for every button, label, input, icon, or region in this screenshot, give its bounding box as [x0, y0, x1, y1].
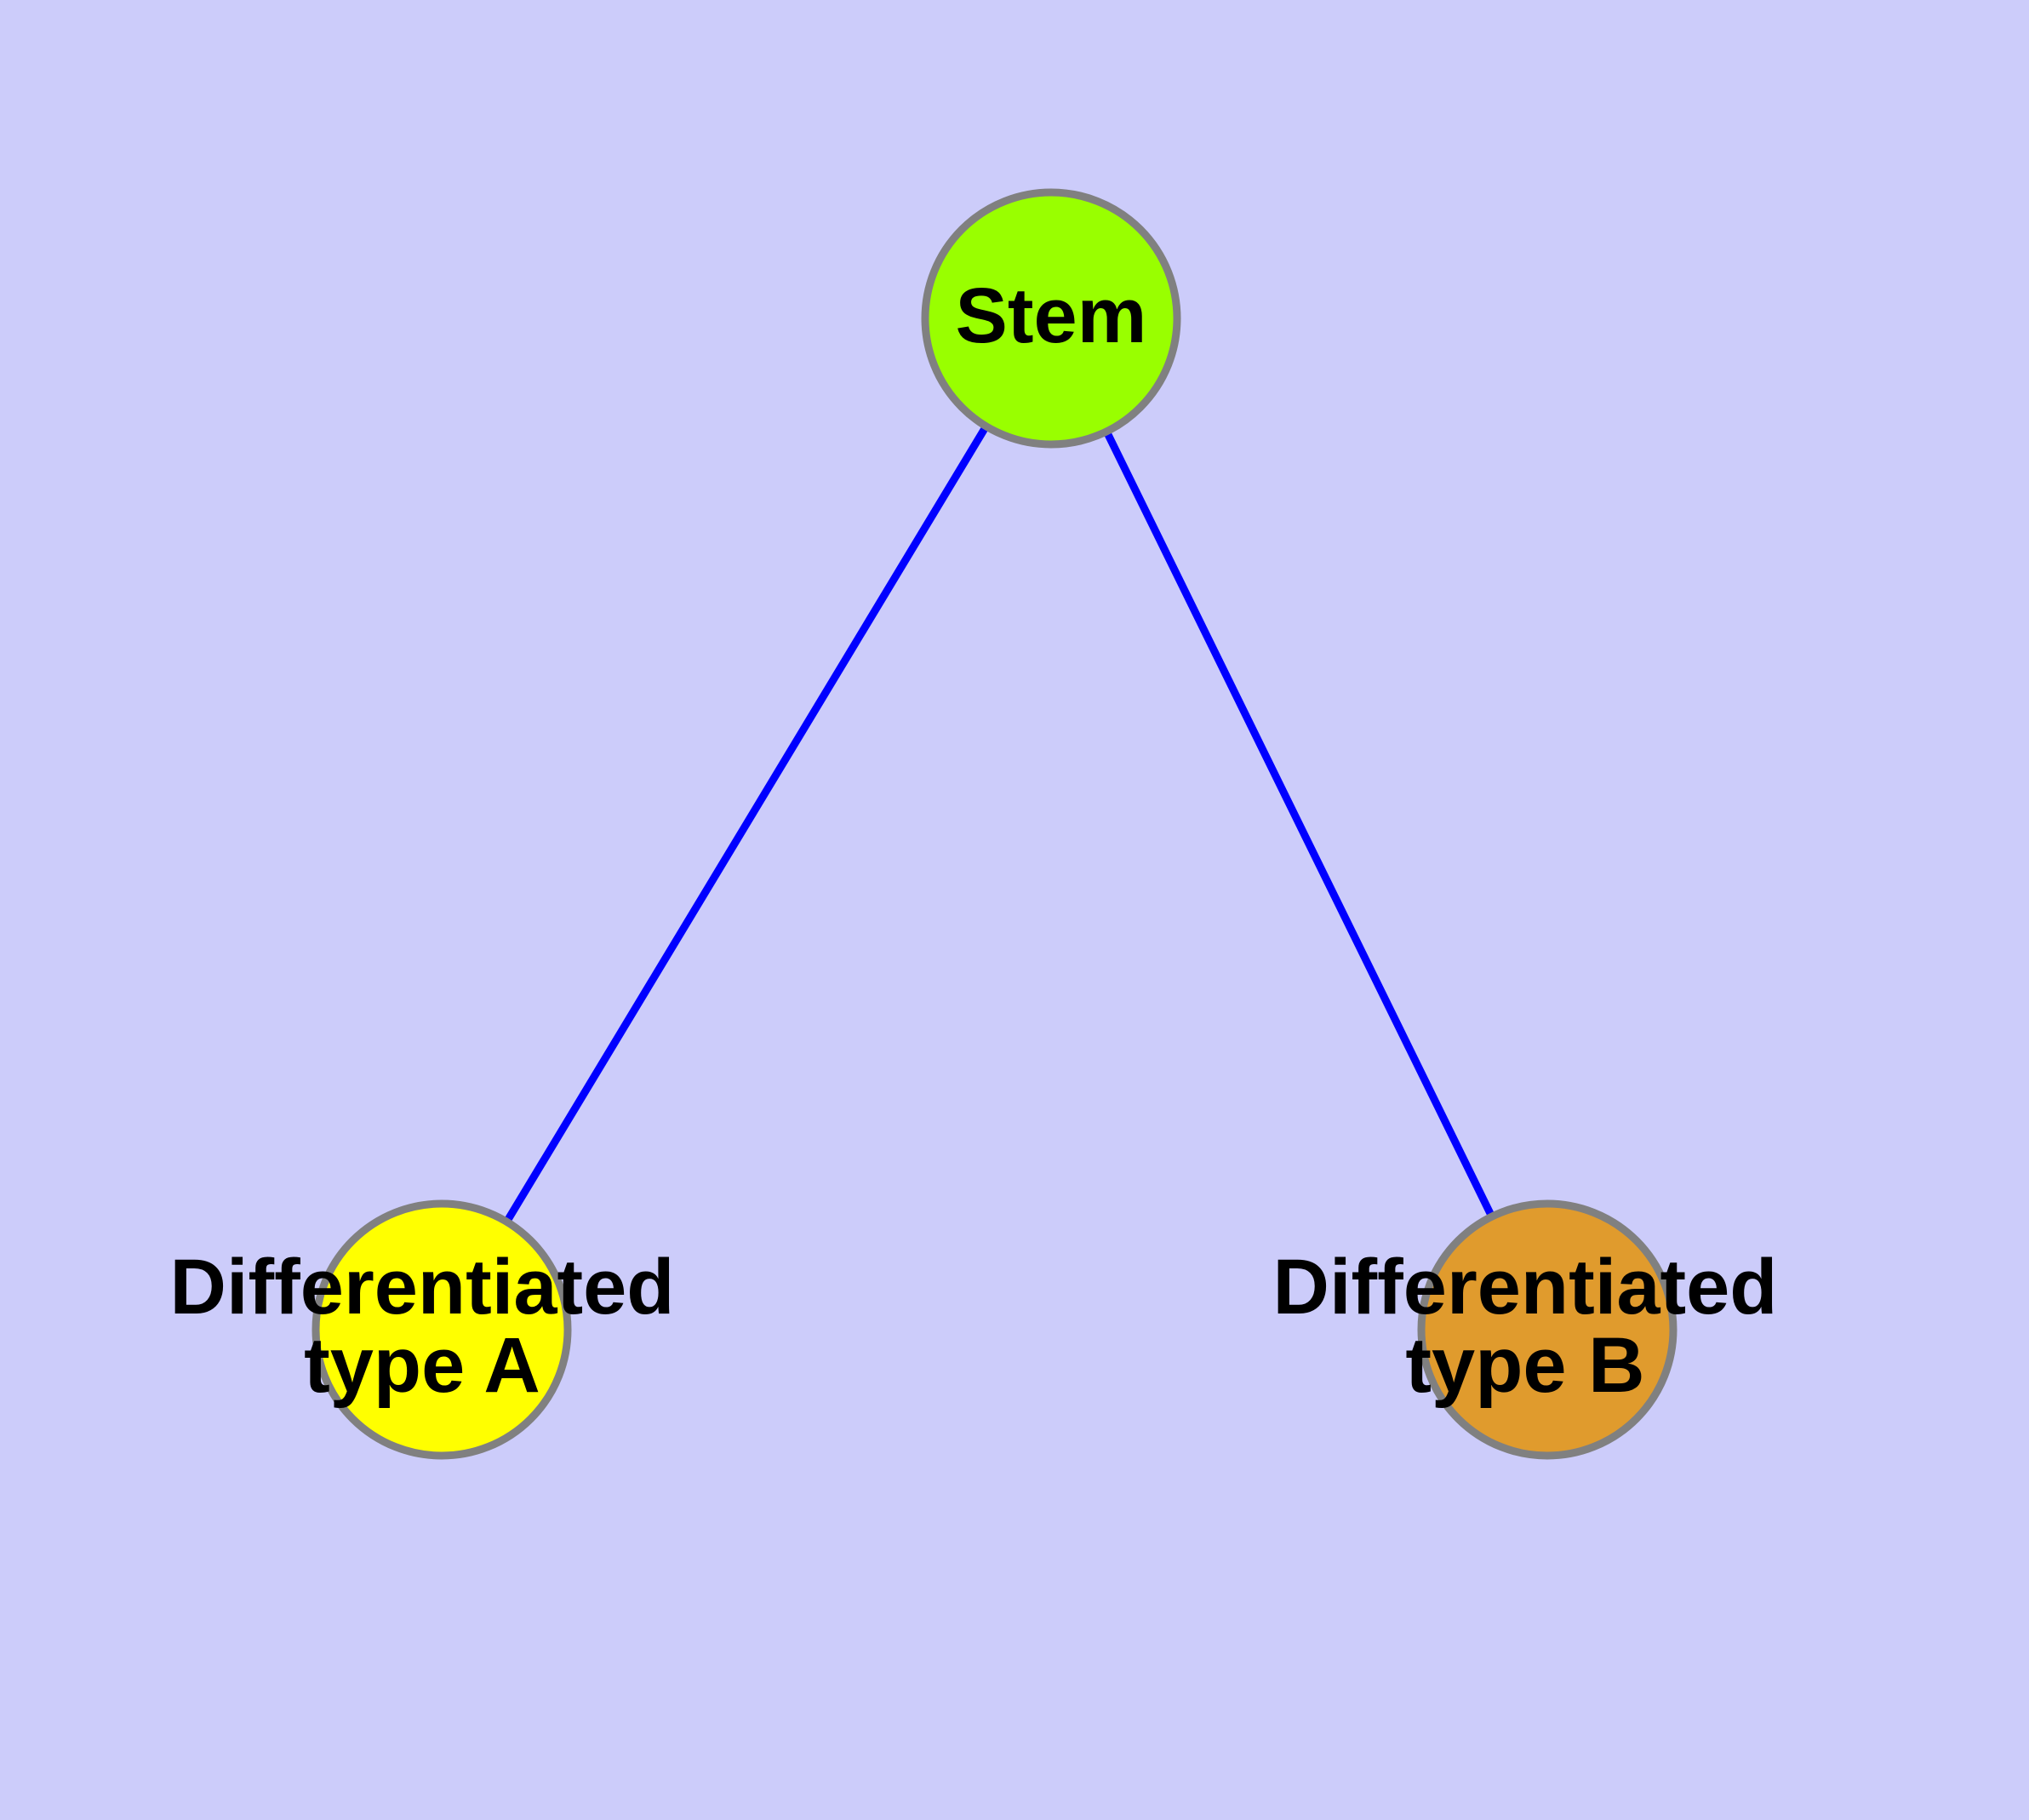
differentiated-b-node-circle[interactable] — [1417, 1199, 1677, 1460]
node-differentiated-b[interactable] — [1417, 1199, 1677, 1460]
edge-stem-to-differentiated-a[interactable] — [438, 316, 1055, 1332]
node-stem[interactable] — [921, 188, 1181, 449]
node-layer — [311, 188, 1677, 1460]
differentiated-a-node-circle[interactable] — [311, 1199, 572, 1460]
edge-layer — [438, 316, 1552, 1332]
edge-stem-to-differentiated-b[interactable] — [1047, 317, 1552, 1331]
node-differentiated-a[interactable] — [311, 1199, 572, 1460]
stem-node-circle[interactable] — [921, 188, 1181, 449]
stem-node-label: Stem — [956, 272, 1147, 359]
